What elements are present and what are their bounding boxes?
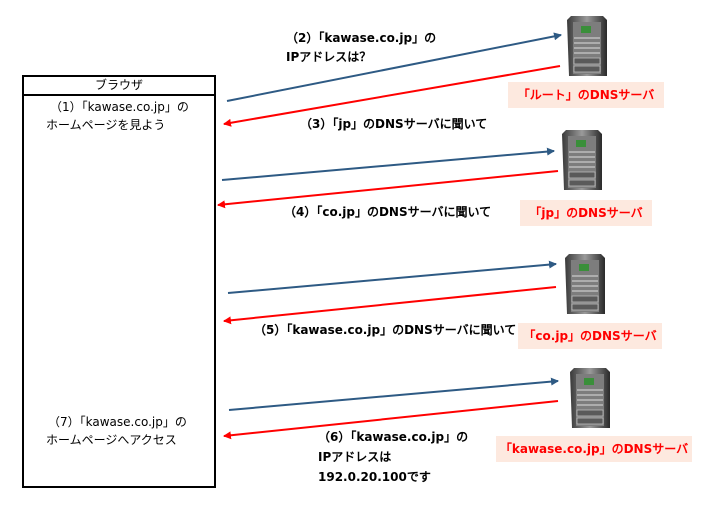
browser-title: ブラウザ xyxy=(24,77,214,96)
step5-text: （5）「kawase.co.jp」のDNSサーバに聞いて xyxy=(254,323,517,337)
step4-text: （4）「co.jp」のDNSサーバに聞いて xyxy=(284,205,492,219)
response-arrow-root xyxy=(223,65,561,127)
server-icon xyxy=(568,366,612,430)
server-label-cojp: 「co.jp」のDNSサーバ xyxy=(518,323,662,349)
browser-box: ブラウザ （1）「kawase.co.jp」の ホームページを見よう （7）「k… xyxy=(22,75,216,488)
request-arrow-cojp xyxy=(227,260,557,294)
step3-text: （3）「jp」のDNSサーバに聞いて xyxy=(300,117,488,131)
response-arrow-cojp xyxy=(223,286,557,325)
server-label-jp: 「jp」のDNSサーバ xyxy=(520,200,652,226)
server-icon xyxy=(560,128,604,192)
step6-line1: （6）「kawase.co.jp」の xyxy=(318,430,469,444)
response-arrow-kawase xyxy=(223,400,559,440)
server-icon xyxy=(563,252,607,316)
request-arrow-jp xyxy=(221,147,555,181)
server-label-root: 「ルート」のDNSサーバ xyxy=(508,82,664,108)
step2-line2: IPアドレスは？ xyxy=(286,50,372,64)
server-icon xyxy=(565,14,609,78)
step2-line1: （2）「kawase.co.jp」の xyxy=(286,31,437,45)
response-arrow-jp xyxy=(217,170,559,209)
server-label-kawase: 「kawase.co.jp」のDNSサーバ xyxy=(496,436,692,462)
step1-line2: ホームページを見よう xyxy=(46,118,166,132)
request-arrow-kawase xyxy=(228,377,559,411)
step6-line3: 192.0.20.100です xyxy=(318,470,431,484)
request-arrow-root xyxy=(226,32,562,102)
step1-line1: （1）「kawase.co.jp」の xyxy=(50,100,189,114)
step6-line2: IPアドレスは xyxy=(318,450,392,464)
step7-line2: ホームページへアクセス xyxy=(46,433,177,447)
step7-line1: （7）「kawase.co.jp」の xyxy=(48,415,187,429)
